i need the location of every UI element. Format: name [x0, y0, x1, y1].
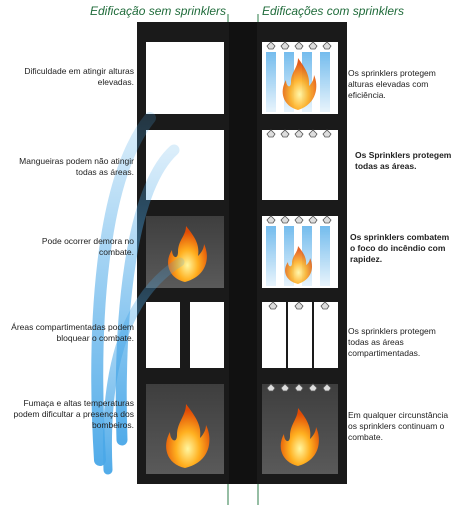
hose-stream-low: [102, 257, 185, 475]
left-room-4a: [146, 302, 180, 368]
hose-stream-mid: [115, 144, 180, 446]
label-right-all-areas: Os Sprinklers protegem todas as áreas.: [355, 150, 452, 171]
flame-right-floor-1-icon: [282, 58, 317, 110]
label-left-smoke: Fumaça e altas temperaturas podem dificu…: [13, 398, 135, 430]
central-wall: [229, 22, 257, 484]
label-right-fast-combat: Os sprinklers combatem o foco do incêndi…: [350, 232, 450, 264]
label-right-compartments: Os sprinklers protegem todas as áreas co…: [348, 326, 436, 358]
flame-left-floor-5-icon: [166, 404, 210, 468]
sprinkler-row-2: [266, 129, 332, 138]
hose-stream-high: [91, 112, 156, 466]
flame-right-floor-3-icon: [285, 246, 313, 284]
sprinkler-row-3: [266, 215, 332, 224]
sprinkler-row-4: [268, 301, 330, 310]
sprinkler-row-5: [266, 383, 332, 392]
right-room-2: [262, 130, 338, 200]
left-room-4b: [190, 302, 224, 368]
heading-with-sprinklers: Edificações com sprinklers: [262, 4, 405, 18]
right-room-4b: [288, 302, 312, 368]
label-left-heights: Dificuldade em atingir alturas elevadas.: [24, 66, 134, 87]
sprinkler-row-1: [266, 41, 332, 50]
heading-without-sprinklers: Edificação sem sprinklers: [90, 4, 227, 18]
sprinkler-heads: [266, 41, 332, 392]
right-room-4a: [262, 302, 286, 368]
right-room-4c: [314, 302, 338, 368]
label-left-delay: Pode ocorrer demora no combate.: [41, 236, 134, 257]
label-right-heights: Os sprinklers protegem alturas elevadas …: [348, 68, 436, 100]
hose-water-streams: [91, 112, 185, 475]
left-room-1: [146, 42, 224, 114]
sprinkler-spray-floor-3: [266, 226, 330, 286]
label-left-hoses: Mangueiras podem não atingir todas as ár…: [19, 156, 134, 177]
flame-right-floor-5-icon: [280, 408, 319, 466]
label-right-any-circumstance: Em qualquer circunstância os sprinklers …: [348, 410, 449, 442]
label-left-compartments: Áreas compartimentadas podem bloquear o …: [11, 322, 134, 343]
